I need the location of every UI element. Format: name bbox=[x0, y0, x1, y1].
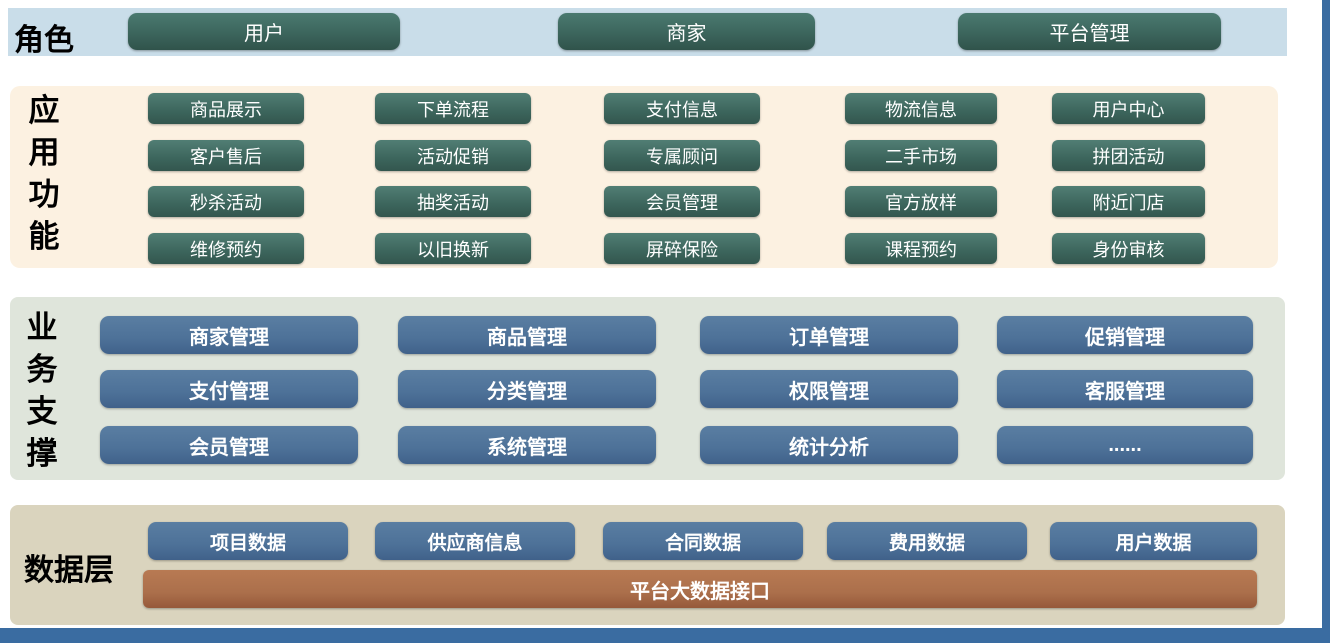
app-function-box-flash-sale: 秒杀活动 bbox=[148, 186, 304, 217]
app-function-box-after-sales: 客户售后 bbox=[148, 140, 304, 171]
data-layer-panel: 数据层 项目数据 供应商信息 合同数据 费用数据 用户数据 平台大数据接口 bbox=[10, 505, 1285, 625]
roles-label: 角色 bbox=[14, 24, 74, 57]
app-function-box-logistics-info: 物流信息 bbox=[845, 93, 997, 124]
data-box-expense-data: 费用数据 bbox=[827, 522, 1027, 560]
app-function-box-product-display: 商品展示 bbox=[148, 93, 304, 124]
business-box-customer-service-management: 客服管理 bbox=[997, 370, 1253, 408]
business-box-product-management: 商品管理 bbox=[398, 316, 656, 354]
app-function-box-exclusive-advisor: 专属顾问 bbox=[604, 140, 760, 171]
app-function-box-repair-booking: 维修预约 bbox=[148, 233, 304, 264]
app-function-box-member-management: 会员管理 bbox=[604, 186, 760, 217]
data-box-contract-data: 合同数据 bbox=[603, 522, 803, 560]
app-function-box-official-release: 官方放样 bbox=[845, 186, 997, 217]
app-function-box-nearby-stores: 附近门店 bbox=[1052, 186, 1205, 217]
app-functions-panel: 应用功能 商品展示 下单流程 支付信息 物流信息 用户中心 客户售后 活动促销 … bbox=[10, 86, 1278, 268]
business-box-merchant-management: 商家管理 bbox=[100, 316, 358, 354]
business-box-statistics-analysis: 统计分析 bbox=[700, 426, 958, 464]
app-function-box-course-booking: 课程预约 bbox=[845, 233, 997, 264]
right-frame-strip bbox=[1322, 0, 1330, 643]
app-function-box-trade-in: 以旧换新 bbox=[375, 233, 531, 264]
business-box-member-management: 会员管理 bbox=[100, 426, 358, 464]
app-function-box-payment-info: 支付信息 bbox=[604, 93, 760, 124]
data-box-user-data: 用户数据 bbox=[1050, 522, 1257, 560]
roles-band: 角色 用户 商家 平台管理 bbox=[8, 8, 1287, 57]
app-function-box-identity-check: 身份审核 bbox=[1052, 233, 1205, 264]
business-box-category-management: 分类管理 bbox=[398, 370, 656, 408]
business-box-ellipsis: ...... bbox=[997, 426, 1253, 464]
app-function-box-secondhand-market: 二手市场 bbox=[845, 140, 997, 171]
data-box-project-data: 项目数据 bbox=[148, 522, 348, 560]
role-box-user: 用户 bbox=[128, 13, 400, 50]
business-support-label: 业务支撑 bbox=[26, 310, 58, 471]
data-layer-label: 数据层 bbox=[24, 554, 114, 587]
app-function-box-promotions: 活动促销 bbox=[375, 140, 531, 171]
app-function-box-lottery: 抽奖活动 bbox=[375, 186, 531, 217]
role-box-platform-admin: 平台管理 bbox=[958, 13, 1221, 50]
app-functions-label: 应用功能 bbox=[28, 93, 60, 254]
role-box-merchant: 商家 bbox=[558, 13, 815, 50]
app-function-box-screen-insurance: 屏碎保险 bbox=[604, 233, 760, 264]
business-box-order-management: 订单管理 bbox=[700, 316, 958, 354]
business-box-permission-management: 权限管理 bbox=[700, 370, 958, 408]
app-function-box-order-flow: 下单流程 bbox=[375, 93, 531, 124]
business-support-panel: 业务支撑 商家管理 商品管理 订单管理 促销管理 支付管理 分类管理 权限管理 … bbox=[10, 297, 1285, 480]
business-box-payment-management: 支付管理 bbox=[100, 370, 358, 408]
business-box-system-management: 系统管理 bbox=[398, 426, 656, 464]
data-box-supplier-info: 供应商信息 bbox=[375, 522, 575, 560]
app-function-box-user-center: 用户中心 bbox=[1052, 93, 1205, 124]
business-box-promotion-management: 促销管理 bbox=[997, 316, 1253, 354]
bottom-frame-strip bbox=[0, 628, 1330, 643]
app-function-box-group-buying: 拼团活动 bbox=[1052, 140, 1205, 171]
big-data-interface-bar: 平台大数据接口 bbox=[143, 570, 1257, 608]
